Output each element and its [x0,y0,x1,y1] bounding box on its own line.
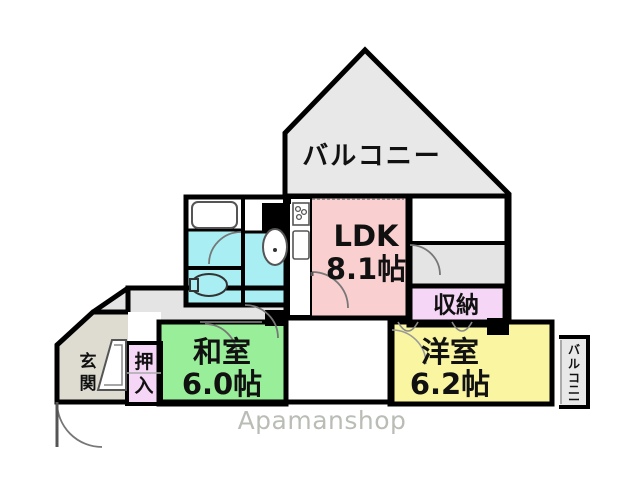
stove-burner-2-icon [300,208,308,216]
balcony-side-walls [559,335,590,409]
shoe-cabinet-inner-icon [104,344,123,386]
yoshitsu-sliding-door-2 [451,321,473,332]
gas-stove-icon [292,202,310,226]
bath-door-arc [208,231,242,265]
balcony-side-label-char-4: ニ [568,383,580,397]
genkan-walls [54,309,128,405]
stove-burner-3-icon [295,213,303,221]
balcony-side-label-char-5: ー [568,393,580,407]
genkan-label-char-1: 玄 [80,351,97,372]
hall-door-arc [204,323,238,357]
storage-walls [406,283,508,328]
washitsu-area [161,324,284,402]
yoshitsu-door-arc [391,329,427,365]
toilet-tank-icon [189,278,199,292]
balcony-side-label-char-3: コ [568,371,580,385]
balcony-main-label: バルコニー [302,142,441,172]
yoshitsu-sliding-door-1 [397,321,419,332]
storage-label: 収納 [433,292,479,319]
yoshitsu-name-label: 洋室 [421,335,479,369]
kitchen-sink-icon [292,230,310,260]
ldk-area-label: 8.1帖 [326,252,406,286]
ldk-name-label: LDK [333,219,400,253]
bath-area [188,230,241,268]
oshiire-label-char-1: 押 [134,350,153,373]
ldk-door-arc [311,271,349,309]
yoshitsu-area-label: 6.2帖 [410,367,490,401]
genkan-label-char-2: 関 [80,374,97,394]
middle-corridor-area [285,316,392,402]
entry-corridor-slope-wall [91,285,130,315]
washitsu-name-label: 和室 [193,335,251,369]
watermark-label: Apamanshop [238,406,407,435]
washitsu-area-label: 6.0帖 [182,367,262,401]
balcony-main-area [285,50,508,196]
balcony-side-label-char-1: バ [568,343,580,357]
balcony-side-label-char-2: ル [568,357,580,371]
bathtub-icon [191,201,238,229]
ldk-top-pillar [283,196,291,204]
washroom-door-arc [244,304,279,339]
corridor-upper-right-area [408,243,505,287]
washbasin-drain-icon [273,248,277,252]
oshiire-label-char-2: 入 [134,375,153,397]
entrance-door-arc [56,401,103,448]
storage-area [410,288,502,324]
balcony-side-area [560,337,587,406]
washroom-black-block [262,203,286,232]
washitsu-pillar [265,310,287,326]
stove-burner-1-icon [294,205,302,213]
yoshitsu-area [392,324,550,402]
shoe-cabinet-icon [96,339,127,391]
washbasin-icon [262,228,288,266]
yoshitsu-pillar [487,318,509,335]
storage-door-arc [409,244,441,276]
